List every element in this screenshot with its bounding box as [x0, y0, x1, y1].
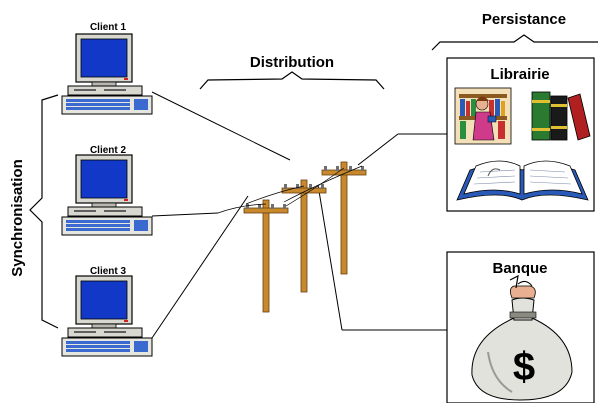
books-icon [531, 91, 591, 141]
synchronisation-brace [29, 94, 59, 329]
distribution-brace [199, 71, 385, 90]
distribution-label: Distribution [250, 54, 334, 71]
persistance-label: Persistance [482, 11, 566, 28]
librairie-title: Librairie [490, 66, 549, 83]
client-3-label: Client 3 [90, 266, 127, 277]
librairie-service: Librairie [446, 57, 595, 212]
books-icon [454, 87, 512, 145]
computer-icon [61, 33, 153, 115]
connection-lines [151, 91, 447, 339]
money-bag-icon: $ [471, 274, 573, 401]
dollar-symbol: $ [513, 345, 535, 389]
client-2: Client 2 [61, 145, 153, 236]
banque-title: Banque [492, 260, 547, 277]
persistance-brace [431, 34, 598, 51]
client-1-label: Client 1 [90, 22, 127, 33]
computer-icon [61, 154, 153, 236]
computer-icon [61, 275, 153, 357]
client-2-label: Client 2 [90, 145, 127, 156]
banque-service: Banque $ [446, 251, 595, 403]
utility-pole-icon [217, 161, 367, 313]
client-1: Client 1 [61, 22, 153, 115]
client-3: Client 3 [61, 266, 153, 357]
open-book-icon [456, 160, 589, 201]
synchronisation-label: Synchronisation [9, 159, 26, 277]
